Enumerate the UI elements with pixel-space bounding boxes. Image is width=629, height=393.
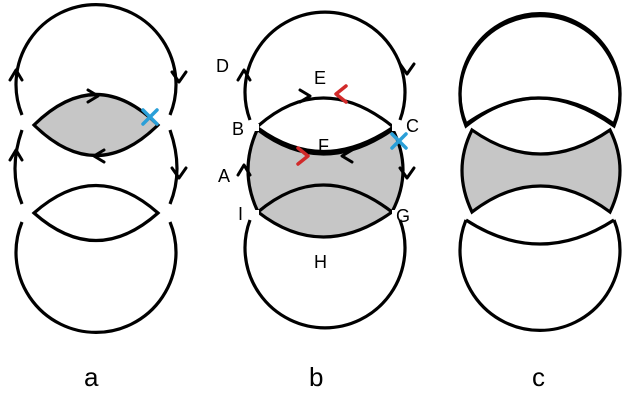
- middle-circle-a-left: [13, 129, 24, 205]
- red-arrow-F: [296, 146, 310, 166]
- top-circle-a: [14, 3, 178, 116]
- bottom-circle-a: [14, 221, 178, 334]
- bottom-circle-c: [458, 219, 622, 332]
- top-circle-c: [458, 14, 622, 129]
- red-arrow-E: [334, 84, 348, 104]
- bottom-circle-b: [243, 219, 407, 330]
- arrow-b-1: [236, 68, 252, 82]
- top-circle-c-outer: [458, 12, 622, 125]
- label-B: B: [232, 119, 244, 139]
- top-lens-arc-b: [256, 96, 393, 128]
- arrow-a-4: [170, 166, 188, 180]
- caption-a: a: [84, 362, 99, 392]
- gap-b-G: [392, 210, 400, 217]
- lens-shaded-a: [31, 93, 161, 157]
- arrow-a-2: [8, 148, 24, 162]
- label-E: E: [314, 68, 326, 88]
- top-lens-c: [465, 96, 615, 126]
- panel-a: a: [8, 3, 188, 392]
- arrow-b-4: [398, 166, 416, 180]
- arrow-a-3: [170, 70, 188, 84]
- label-C: C: [406, 116, 419, 136]
- arrow-a-6: [92, 148, 106, 164]
- top-circle-b: [243, 10, 407, 121]
- arrow-b-3: [398, 62, 416, 76]
- label-I: I: [238, 204, 243, 224]
- cross-mark-a-2: [141, 108, 159, 126]
- caption-b: b: [309, 362, 323, 392]
- panel-b: D E B C F A I G H b: [216, 10, 419, 392]
- lens-white-a: [31, 184, 161, 242]
- shaded-region-c: [460, 127, 622, 215]
- label-F: F: [318, 136, 329, 156]
- arrow-b-5: [298, 88, 312, 104]
- arrow-b-2: [236, 163, 252, 177]
- gap-b-I: [251, 210, 259, 217]
- caption-c: c: [532, 362, 545, 392]
- label-H: H: [314, 252, 327, 272]
- arrow-b-6: [340, 148, 354, 164]
- label-G: G: [396, 206, 410, 226]
- label-D: D: [216, 56, 229, 76]
- cross-mark-b-2: [390, 132, 408, 150]
- gap-b-B: [251, 124, 259, 131]
- arrow-a-1: [8, 68, 24, 82]
- middle-lower-arc-b: [257, 128, 393, 156]
- panel-c: c: [458, 12, 622, 392]
- bottom-lens-c: [465, 218, 615, 246]
- gap-b-C: [392, 124, 400, 131]
- label-A: A: [218, 166, 230, 186]
- arrow-a-5: [86, 88, 100, 104]
- middle-circle-a-right: [168, 129, 179, 205]
